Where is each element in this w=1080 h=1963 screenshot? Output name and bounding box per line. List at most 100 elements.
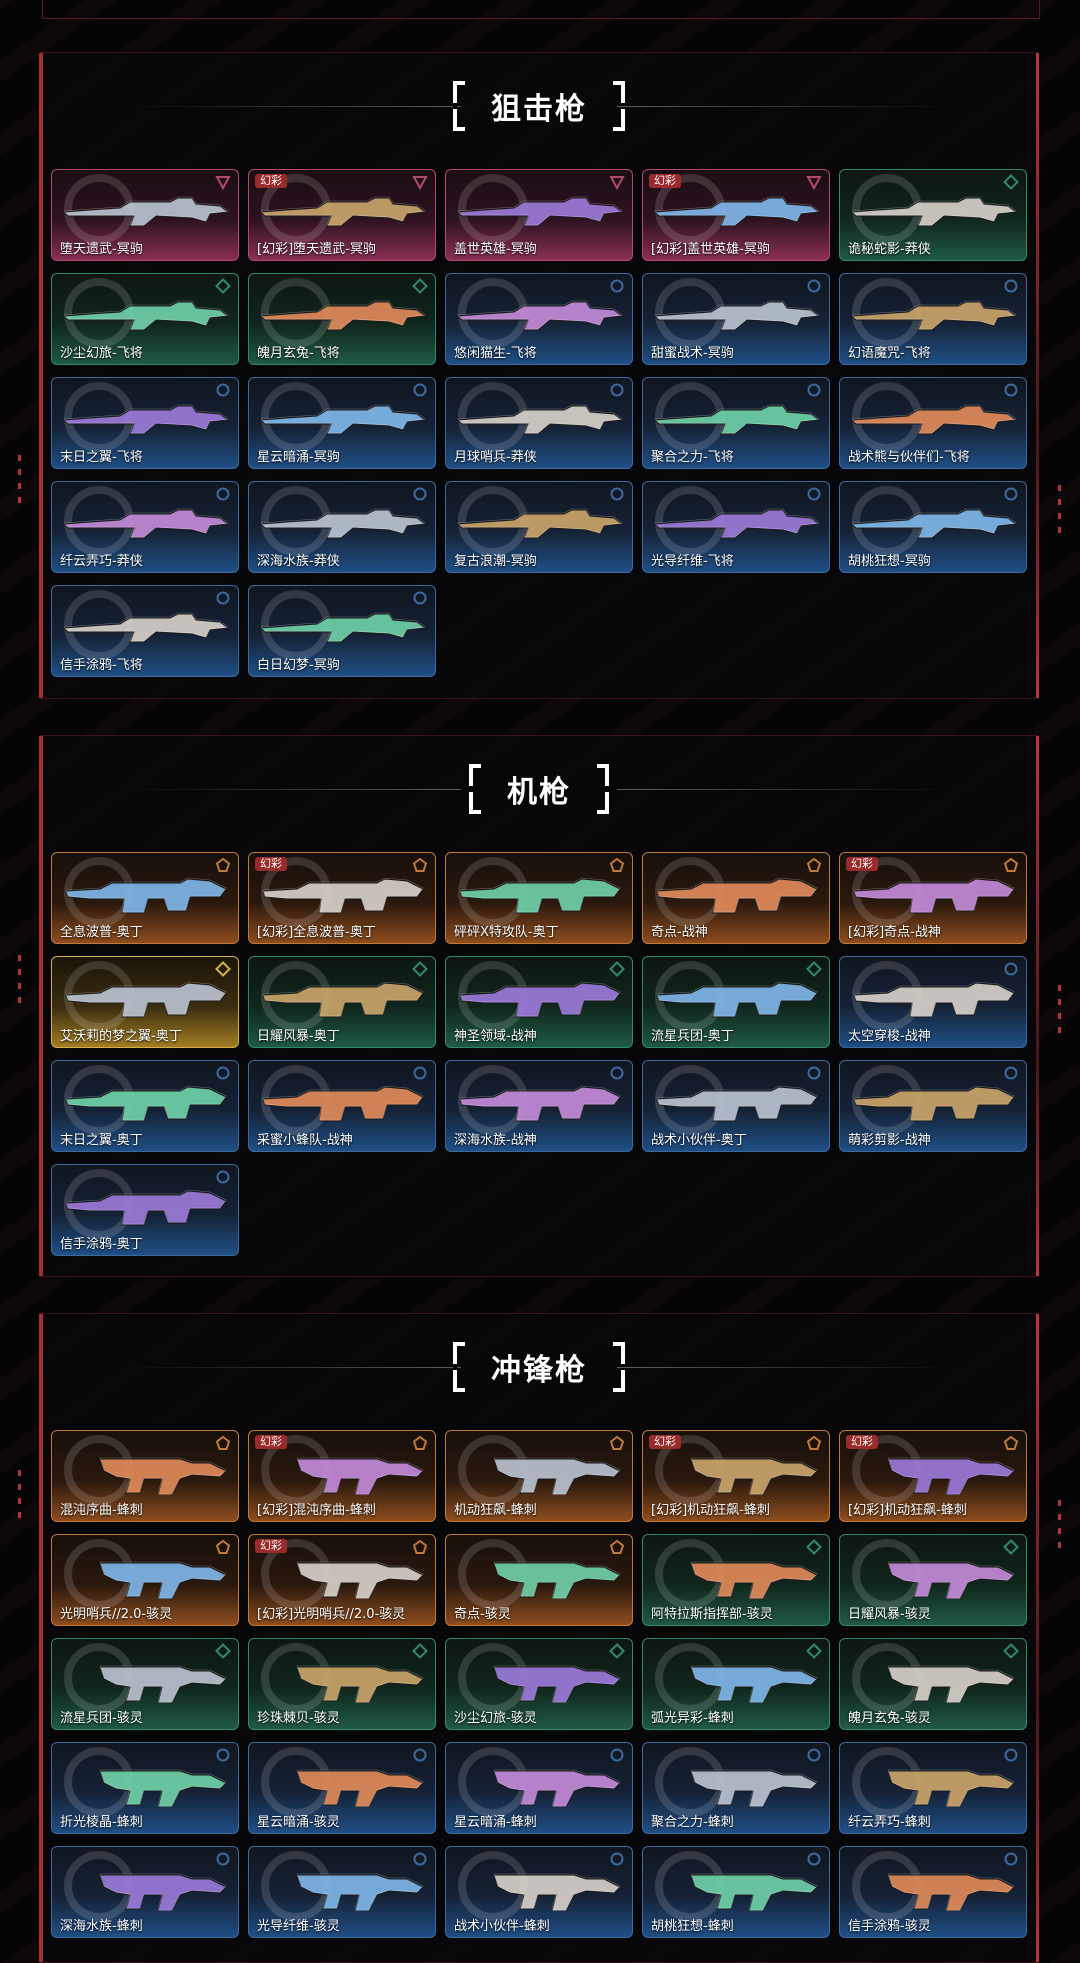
skin-card[interactable]: 纤云弄巧-蜂刺 (839, 1742, 1027, 1834)
skin-card[interactable]: 弧光异彩-蜂刺 (642, 1638, 830, 1730)
skin-card[interactable]: 白日幻梦-冥驹 (248, 585, 436, 677)
section-title-frame: 机枪 (469, 764, 609, 814)
skin-card[interactable]: 幻彩[幻彩]奇点-战神 (839, 852, 1027, 944)
pentagon-icon (412, 857, 428, 872)
skin-card[interactable]: 艾沃莉的梦之翼-奥丁 (51, 956, 239, 1048)
circle-icon (610, 279, 624, 293)
machine-gun-icon (459, 1085, 621, 1122)
skin-card[interactable]: 星云暗涌-蜂刺 (445, 1742, 633, 1834)
section-sniper-rifles: 狙击枪 堕天遗武-冥驹幻彩[幻彩]堕天遗武-冥驹盖世英雄-冥驹幻彩[幻彩]盖世英… (39, 52, 1039, 699)
skin-card[interactable]: 深海水族-蜂刺 (51, 1846, 239, 1938)
skin-card[interactable]: 机动狂飙-蜂刺 (445, 1430, 633, 1522)
skin-name: 末日之翼-飞将 (60, 450, 143, 465)
diamond-icon (1003, 174, 1019, 190)
skin-card[interactable]: 深海水族-莽侠 (248, 481, 436, 573)
circle-icon (216, 1852, 230, 1866)
skin-card[interactable]: 阿特拉斯指挥部-骇灵 (642, 1534, 830, 1626)
skin-card[interactable]: 堕天遗武-冥驹 (51, 169, 239, 261)
machine-gun-icon (656, 981, 818, 1018)
skin-card[interactable]: 聚合之力-飞将 (642, 377, 830, 469)
skin-card[interactable]: 光导纤维-骇灵 (248, 1846, 436, 1938)
sniper-rifle-icon (62, 612, 230, 643)
skin-card[interactable]: 幻彩[幻彩]光明哨兵//2.0-骇灵 (248, 1534, 436, 1626)
skin-card[interactable]: 星云暗涌-冥驹 (248, 377, 436, 469)
skin-card[interactable]: 信手涂鸦-骇灵 (839, 1846, 1027, 1938)
diamond-icon (806, 1643, 822, 1659)
skin-card[interactable]: 珍珠棘贝-骇灵 (248, 1638, 436, 1730)
skin-card[interactable]: 幻彩[幻彩]机动狂飙-蜂刺 (839, 1430, 1027, 1522)
skin-card[interactable]: 悠闲猫生-飞将 (445, 273, 633, 365)
skin-card[interactable]: 诡秘蛇影-莽侠 (839, 169, 1027, 261)
skin-card[interactable]: 神圣领域-战神 (445, 956, 633, 1048)
sniper-rifle-icon (850, 196, 1018, 227)
skin-card[interactable]: 幻彩[幻彩]混沌序曲-蜂刺 (248, 1430, 436, 1522)
skin-card[interactable]: 月球哨兵-莽侠 (445, 377, 633, 469)
skin-card[interactable]: 末日之翼-飞将 (51, 377, 239, 469)
sniper-rifle-icon (62, 508, 230, 539)
skin-card[interactable]: 沙尘幻旅-骇灵 (445, 1638, 633, 1730)
skin-card[interactable]: 采蜜小蜂队-战神 (248, 1060, 436, 1152)
sniper-rifle-icon (850, 404, 1018, 435)
diamond-icon (215, 961, 231, 977)
skin-card[interactable]: 胡桃狂想-冥驹 (839, 481, 1027, 573)
skin-name: 月球哨兵-莽侠 (454, 450, 537, 465)
skin-card[interactable]: 流星兵团-奥丁 (642, 956, 830, 1048)
bracket-left (453, 1342, 465, 1392)
circle-icon (216, 487, 230, 501)
skin-name: 深海水族-战神 (454, 1133, 537, 1148)
skin-card[interactable]: 光明哨兵//2.0-骇灵 (51, 1534, 239, 1626)
skin-card[interactable]: 幻彩[幻彩]全息波普-奥丁 (248, 852, 436, 944)
skin-name: 流星兵团-奥丁 (651, 1029, 734, 1044)
smg-icon (493, 1769, 621, 1807)
skin-card[interactable]: 沙尘幻旅-飞将 (51, 273, 239, 365)
skin-card[interactable]: 信手涂鸦-奥丁 (51, 1164, 239, 1256)
skin-card[interactable]: 幻彩[幻彩]机动狂飙-蜂刺 (642, 1430, 830, 1522)
skin-card[interactable]: 幻彩[幻彩]堕天遗武-冥驹 (248, 169, 436, 261)
machine-gun-icon (459, 981, 621, 1018)
skin-card[interactable]: 折光棱晶-蜂刺 (51, 1742, 239, 1834)
skin-card[interactable]: 幻彩[幻彩]盖世英雄-冥驹 (642, 169, 830, 261)
skin-card[interactable]: 复古浪潮-冥驹 (445, 481, 633, 573)
skin-card[interactable]: 信手涂鸦-飞将 (51, 585, 239, 677)
skin-card[interactable]: 流星兵团-骇灵 (51, 1638, 239, 1730)
skin-card[interactable]: 奇点-战神 (642, 852, 830, 944)
skin-card[interactable]: 日耀风暴-骇灵 (839, 1534, 1027, 1626)
pentagon-icon (609, 857, 625, 872)
variant-tag: 幻彩 (255, 857, 287, 871)
skin-name: 全息波普-奥丁 (60, 925, 143, 940)
machine-gun-icon (853, 1085, 1015, 1122)
skin-card[interactable]: 盖世英雄-冥驹 (445, 169, 633, 261)
skin-name: 战术熊与伙伴们-飞将 (848, 450, 970, 465)
skin-card[interactable]: 萌彩剪影-战神 (839, 1060, 1027, 1152)
skin-name: 胡桃狂想-冥驹 (848, 554, 931, 569)
circle-icon (1004, 1748, 1018, 1762)
skin-card[interactable]: 魄月玄兔-飞将 (248, 273, 436, 365)
skin-card[interactable]: 战术小伙伴-蜂刺 (445, 1846, 633, 1938)
skin-card[interactable]: 深海水族-战神 (445, 1060, 633, 1152)
diamond-icon (609, 1643, 625, 1659)
pentagon-icon (215, 1539, 231, 1554)
diamond-icon (412, 961, 428, 977)
smg-icon (690, 1665, 818, 1703)
skin-card[interactable]: 纤云弄巧-莽侠 (51, 481, 239, 573)
skin-card[interactable]: 胡桃狂想-蜂刺 (642, 1846, 830, 1938)
skin-card[interactable]: 全息波普-奥丁 (51, 852, 239, 944)
skin-card[interactable]: 魄月玄兔-骇灵 (839, 1638, 1027, 1730)
skin-card[interactable]: 战术熊与伙伴们-飞将 (839, 377, 1027, 469)
skin-card[interactable]: 太空穿梭-战神 (839, 956, 1027, 1048)
skin-card[interactable]: 奇点-骇灵 (445, 1534, 633, 1626)
diamond-icon (215, 278, 231, 294)
skin-card[interactable]: 战术小伙伴-奥丁 (642, 1060, 830, 1152)
skin-card[interactable]: 聚合之力-蜂刺 (642, 1742, 830, 1834)
skin-card[interactable]: 混沌序曲-蜂刺 (51, 1430, 239, 1522)
section-smgs: 冲锋枪 混沌序曲-蜂刺幻彩[幻彩]混沌序曲-蜂刺机动狂飙-蜂刺幻彩[幻彩]机动狂… (39, 1313, 1039, 1963)
skin-card[interactable]: 甜蜜战术-冥驹 (642, 273, 830, 365)
skin-card[interactable]: 星云暗涌-骇灵 (248, 1742, 436, 1834)
skin-card[interactable]: 幻语魔咒-飞将 (839, 273, 1027, 365)
skin-card[interactable]: 末日之翼-奥丁 (51, 1060, 239, 1152)
skin-card[interactable]: 光导纤维-飞将 (642, 481, 830, 573)
skin-card[interactable]: 日耀风暴-奥丁 (248, 956, 436, 1048)
smg-icon (296, 1561, 424, 1599)
skin-card[interactable]: 砰砰X特攻队-奥丁 (445, 852, 633, 944)
skin-name: 堕天遗武-冥驹 (60, 242, 143, 257)
